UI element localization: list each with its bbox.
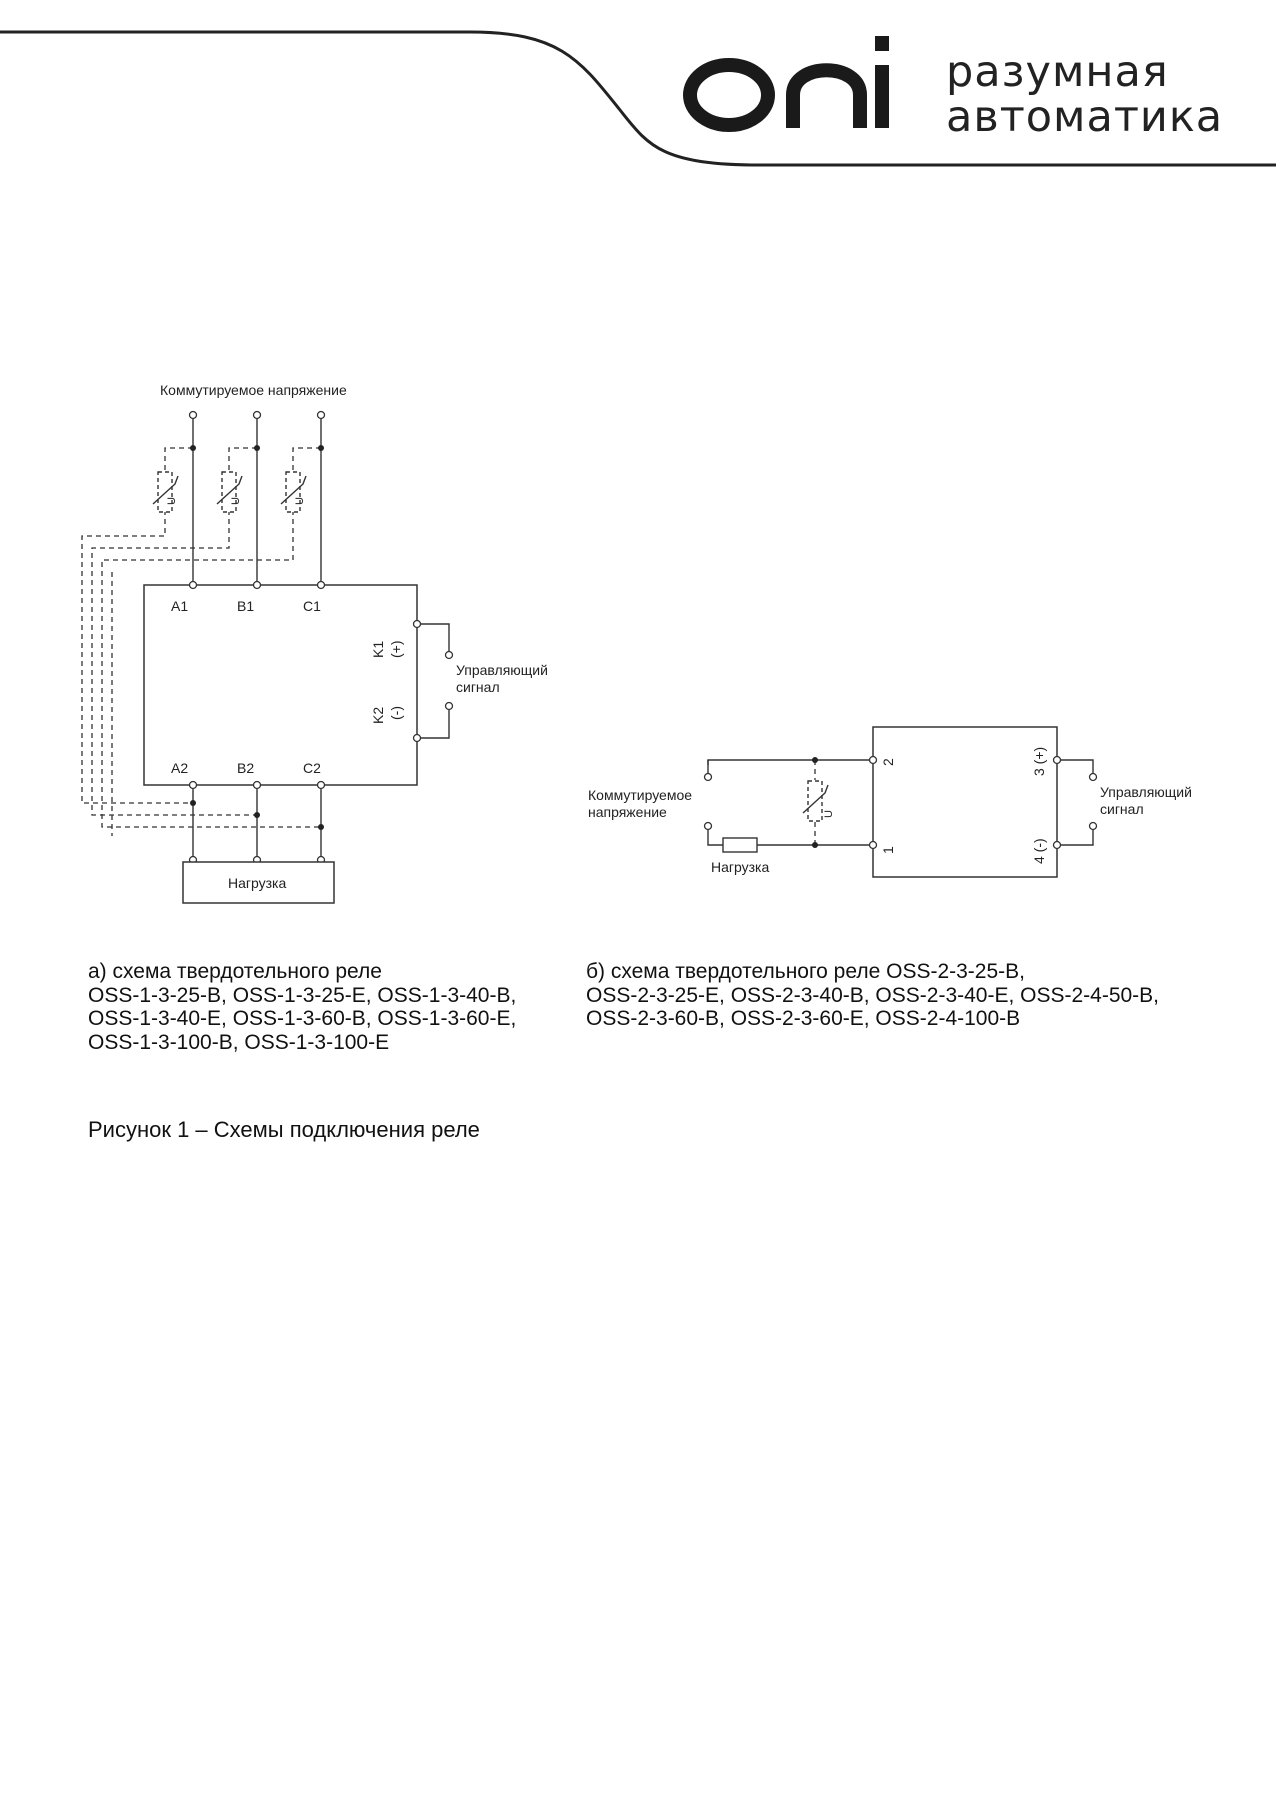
supply-label-b-2: напряжение: [588, 804, 667, 820]
terminal-c2: C2: [303, 760, 321, 776]
oni-logo-dot: [875, 36, 889, 51]
terminal-a2: A2: [171, 760, 188, 776]
load-box-a: [182, 861, 335, 904]
terminal-k1: K1: [370, 641, 386, 658]
power-wiring-b: [707, 759, 869, 846]
caption-a-line-3: OSS-1-3-40-E, OSS-1-3-60-B, OSS-1-3-60-E…: [88, 1007, 517, 1030]
relay-body-b: [872, 726, 1058, 878]
caption-a-line-1: а) схема твердотельного реле: [88, 960, 382, 983]
caption-b-line-1: б) схема твердотельного реле OSS-2-3-25-…: [586, 960, 1025, 983]
caption-a: а) схема твердотельного реле OSS-1-3-25-…: [88, 960, 516, 1054]
control-wiring-a: [421, 623, 450, 739]
varistor-symbol-2: U: [230, 497, 242, 505]
supply-terminals: [188, 410, 326, 420]
control-wiring-b: [1061, 759, 1094, 846]
varistor-symbols: U U U: [166, 497, 306, 505]
caption-b-line-2: OSS-2-3-25-E, OSS-2-3-40-B, OSS-2-3-40-E…: [586, 983, 1160, 1007]
load-resistor-b: [722, 837, 758, 853]
varistor-branches: [81, 447, 321, 836]
load-lines: [192, 789, 322, 857]
control-signal-label-b-1: Управляющий: [1100, 784, 1192, 800]
control-signal-label-2: сигнал: [456, 679, 500, 695]
labels-b: Коммутируемое напряжение Нагрузка 2 1 3 …: [588, 747, 1192, 875]
relay-terminals-a: [188, 580, 422, 790]
junction-dots-top: [190, 445, 324, 451]
diagram-b: U Коммутируемое напряжение Нагрузка 2 1: [588, 726, 1192, 878]
tagline-line-1: разумная: [946, 47, 1169, 97]
terminal-k1-polarity: (+): [388, 641, 404, 659]
load-label-a: Нагрузка: [228, 875, 286, 891]
tagline-line-2: автоматика: [946, 92, 1224, 142]
caption-a-line-4: OSS-1-3-100-B, OSS-1-3-100-E: [88, 1030, 390, 1054]
page-header: [0, 30, 1276, 167]
supply-label-b-1: Коммутируемое: [588, 787, 692, 803]
caption-b: б) схема твердотельного реле OSS-2-3-25-…: [586, 960, 1159, 1031]
varistor-symbol-1: U: [166, 497, 178, 505]
terminal-c1: C1: [303, 598, 321, 614]
figure-title: Рисунок 1 – Схемы подключения реле: [88, 1117, 480, 1142]
junction-dots-bottom: [190, 800, 324, 830]
terminal-a1: A1: [171, 598, 188, 614]
terminals-b: [703, 755, 1098, 850]
load-label-b: Нагрузка: [711, 859, 769, 875]
control-terminals-a: [444, 650, 454, 711]
varistor-c1: [280, 471, 307, 513]
terminal-1-label: 1: [880, 846, 896, 854]
varistor-a1: [152, 471, 179, 513]
terminal-labels-a: A1 B1 C1 A2 B2 C2 K1 (+) K2 (-): [171, 598, 404, 776]
terminal-3-label: 3 (+): [1031, 747, 1047, 776]
diagram-a: Коммутируемое напряжение U U U: [81, 382, 548, 904]
wiring-diagrams: Коммутируемое напряжение U U U: [81, 382, 1192, 904]
supply-voltage-label: Коммутируемое напряжение: [160, 382, 347, 398]
junction-dots-b: [812, 757, 818, 848]
header-curve: [0, 30, 1276, 167]
caption-b-line-3: OSS-2-3-60-B, OSS-2-3-60-E, OSS-2-4-100-…: [586, 1007, 1021, 1030]
varistor-b1: [216, 471, 243, 513]
terminal-k2: K2: [370, 707, 386, 724]
relay-body-a: [143, 584, 418, 786]
terminal-b2: B2: [237, 760, 254, 776]
caption-a-line-2: OSS-1-3-25-B, OSS-1-3-25-E, OSS-1-3-40-B…: [88, 983, 517, 1007]
varistor-symbol-3: U: [294, 497, 306, 505]
terminal-4-label: 4 (-): [1031, 838, 1047, 864]
terminal-k2-polarity: (-): [388, 706, 404, 720]
terminal-2-label: 2: [880, 758, 896, 766]
terminal-b1: B1: [237, 598, 254, 614]
control-signal-label-1: Управляющий: [456, 662, 548, 678]
brand-tagline: разумная автоматика: [946, 50, 1223, 140]
oni-logo-mark: [683, 58, 889, 132]
control-signal-label-b-2: сигнал: [1100, 801, 1144, 817]
varistor-symbol-b: U: [823, 810, 835, 818]
